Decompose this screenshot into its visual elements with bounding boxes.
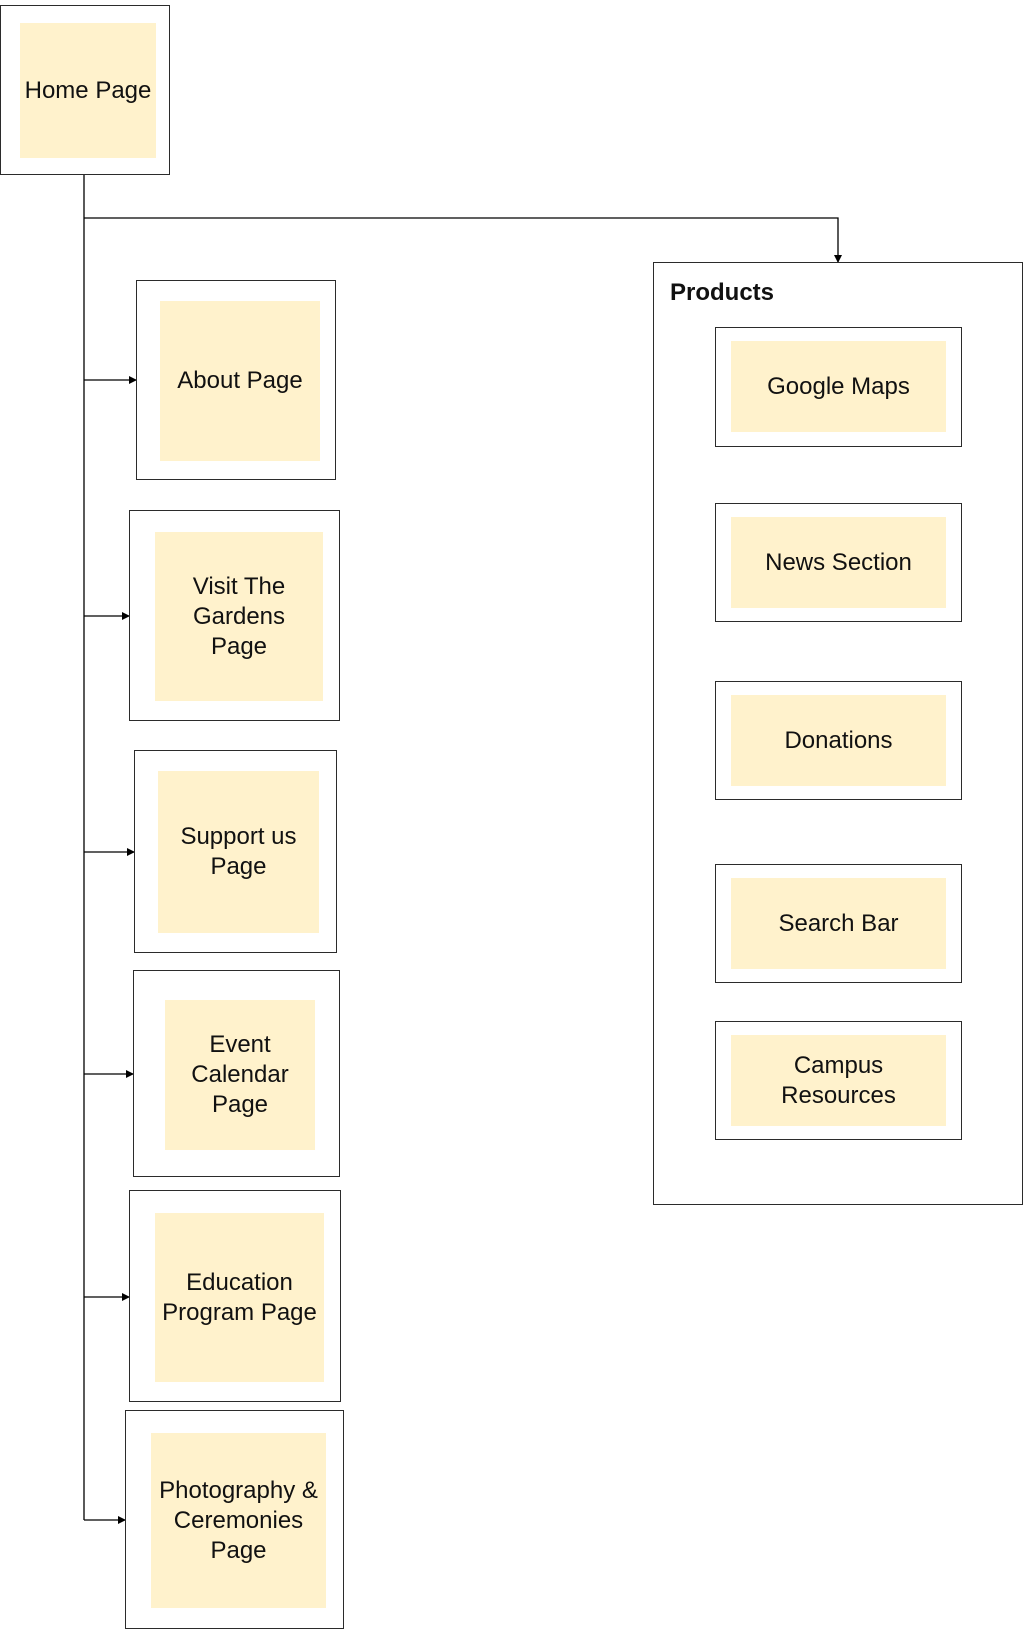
about-page-fill: About Page bbox=[160, 301, 320, 461]
visit-gardens-page-fill: Visit The Gardens Page bbox=[155, 532, 323, 701]
campus-resources-fill: Campus Resources bbox=[731, 1035, 946, 1126]
news-section-node[interactable]: News Section bbox=[715, 503, 962, 622]
about-page-node[interactable]: About Page bbox=[136, 280, 336, 480]
education-program-page-fill: Education Program Page bbox=[155, 1213, 324, 1382]
education-program-page-label: Education Program Page bbox=[162, 1268, 317, 1326]
google-maps-fill: Google Maps bbox=[731, 341, 946, 432]
google-maps-node[interactable]: Google Maps bbox=[715, 327, 962, 447]
support-us-page-node[interactable]: Support us Page bbox=[134, 750, 337, 953]
news-section-label: News Section bbox=[765, 548, 912, 576]
event-calendar-page-fill: Event Calendar Page bbox=[165, 1000, 315, 1150]
education-program-page-node[interactable]: Education Program Page bbox=[129, 1190, 341, 1402]
donations-node[interactable]: Donations bbox=[715, 681, 962, 800]
about-page-label: About Page bbox=[177, 367, 303, 394]
home-page-node[interactable]: Home Page bbox=[0, 5, 170, 175]
visit-gardens-page-label: Visit The Gardens Page bbox=[192, 572, 286, 660]
home-page-fill: Home Page bbox=[20, 23, 156, 158]
products-group-title: Products bbox=[670, 279, 775, 306]
products-group: Products bbox=[653, 262, 1023, 1205]
visit-gardens-page-node[interactable]: Visit The Gardens Page bbox=[129, 510, 340, 721]
campus-resources-label: Campus Resources bbox=[781, 1051, 896, 1109]
photography-ceremonies-page-fill: Photography & Ceremonies Page bbox=[151, 1433, 326, 1608]
donations-fill: Donations bbox=[731, 695, 946, 786]
campus-resources-node[interactable]: Campus Resources bbox=[715, 1021, 962, 1140]
home-page-label: Home Page bbox=[24, 76, 152, 104]
photography-ceremonies-page-label: Photography & Ceremonies Page bbox=[159, 1476, 318, 1564]
support-us-page-label: Support us Page bbox=[180, 823, 297, 880]
search-bar-fill: Search Bar bbox=[731, 878, 946, 969]
donations-label: Donations bbox=[784, 726, 893, 754]
event-calendar-page-node[interactable]: Event Calendar Page bbox=[133, 970, 340, 1177]
support-us-page-fill: Support us Page bbox=[158, 771, 319, 933]
edge-home-to-products bbox=[84, 217, 842, 263]
news-section-fill: News Section bbox=[731, 517, 946, 608]
photography-ceremonies-page-node[interactable]: Photography & Ceremonies Page bbox=[125, 1410, 344, 1629]
search-bar-label: Search Bar bbox=[778, 909, 899, 937]
search-bar-node[interactable]: Search Bar bbox=[715, 864, 962, 983]
event-calendar-page-label: Event Calendar Page bbox=[191, 1031, 289, 1118]
google-maps-label: Google Maps bbox=[767, 372, 910, 400]
